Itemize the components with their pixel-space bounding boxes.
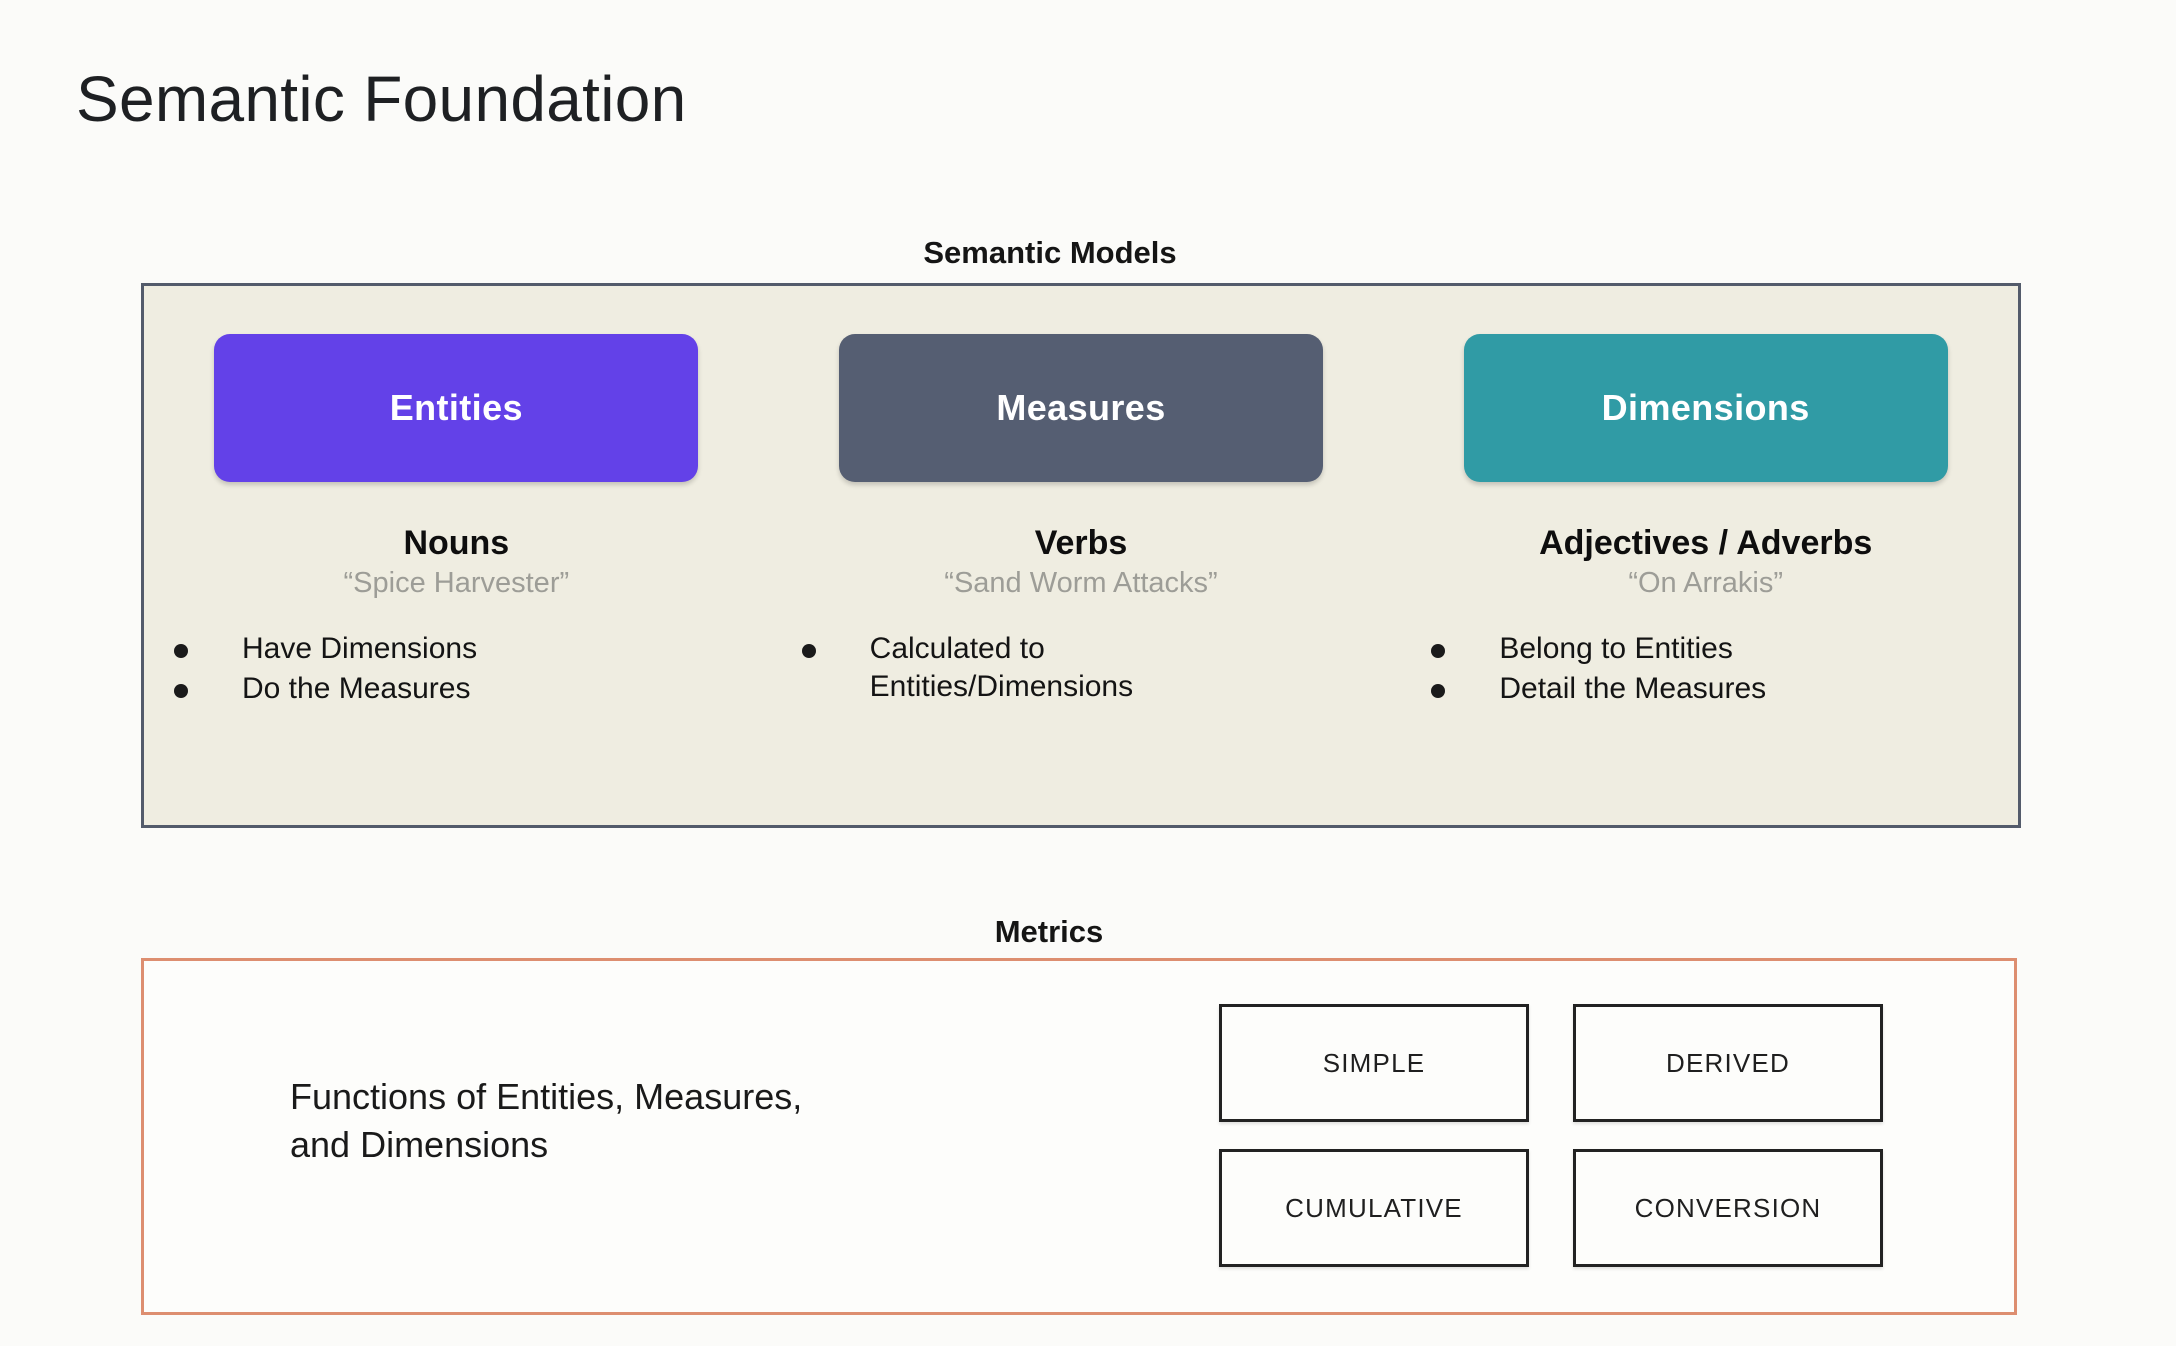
bullet-dot-icon [174, 643, 188, 658]
page-title: Semantic Foundation [76, 63, 687, 135]
semantic-models-caption: Semantic Models [923, 235, 1177, 270]
metrics-caption: Metrics [994, 914, 1104, 949]
metrics-panel: Functions of Entities, Measures, and Dim… [141, 958, 2017, 1315]
measures-card[interactable]: Measures [839, 334, 1323, 482]
dimensions-card[interactable]: Dimensions [1463, 334, 1948, 482]
entities-card[interactable]: Entities [214, 334, 699, 482]
metric-type-grid: SIMPLE DERIVED CUMULATIVE CONVERSION [1219, 1004, 1883, 1267]
list-item-label: Detail the Measures [1499, 671, 1767, 705]
list-item: Do the Measures [174, 670, 470, 708]
semantic-models-panel: Entities Nouns “Spice Harvester” Have Di… [141, 283, 2021, 828]
dimensions-bullet-list: Belong to Entities Detail the Measures [1355, 630, 2056, 711]
list-item: Detail the Measures [1431, 670, 1766, 708]
semantic-models-columns: Entities Nouns “Spice Harvester” Have Di… [144, 286, 2018, 825]
entities-example: “Spice Harvester” [343, 566, 570, 599]
list-item-label: Have Dimensions [242, 631, 478, 665]
semantic-column-dimensions: Dimensions Adjectives / Adverbs “On Arra… [1393, 286, 2018, 825]
metric-type-simple[interactable]: SIMPLE [1219, 1004, 1529, 1122]
bullet-dot-icon [1431, 643, 1446, 658]
bullet-dot-icon [1431, 683, 1446, 698]
metric-type-derived[interactable]: DERIVED [1573, 1004, 1883, 1122]
semantic-column-entities: Entities Nouns “Spice Harvester” Have Di… [144, 286, 769, 825]
measures-part-of-speech: Verbs [1034, 524, 1128, 562]
entities-bullet-list: Have Dimensions Do the Measures [114, 630, 799, 711]
list-item-label: Do the Measures [242, 671, 471, 705]
dimensions-example: “On Arrakis” [1628, 566, 1784, 599]
semantic-column-measures: Measures Verbs “Sand Worm Attacks” Calcu… [769, 286, 1394, 825]
measures-bullet-list: Calculated to Entities/Dimensions [736, 630, 1427, 709]
measures-example: “Sand Worm Attacks” [944, 566, 1218, 599]
bullet-dot-icon [174, 683, 188, 698]
list-item: Have Dimensions [174, 630, 477, 668]
metric-type-conversion[interactable]: CONVERSION [1573, 1149, 1883, 1267]
list-item-label: Calculated to Entities/Dimensions [869, 631, 1134, 703]
metrics-description: Functions of Entities, Measures, and Dim… [290, 1076, 803, 1165]
list-item-label: Belong to Entities [1499, 631, 1733, 665]
list-item: Belong to Entities [1431, 630, 1733, 668]
entities-part-of-speech: Nouns [403, 524, 510, 562]
bullet-dot-icon [801, 643, 816, 658]
list-item: Calculated to Entities/Dimensions [801, 630, 1134, 707]
dimensions-part-of-speech: Adjectives / Adverbs [1539, 524, 1873, 562]
metric-type-cumulative[interactable]: CUMULATIVE [1219, 1149, 1529, 1267]
